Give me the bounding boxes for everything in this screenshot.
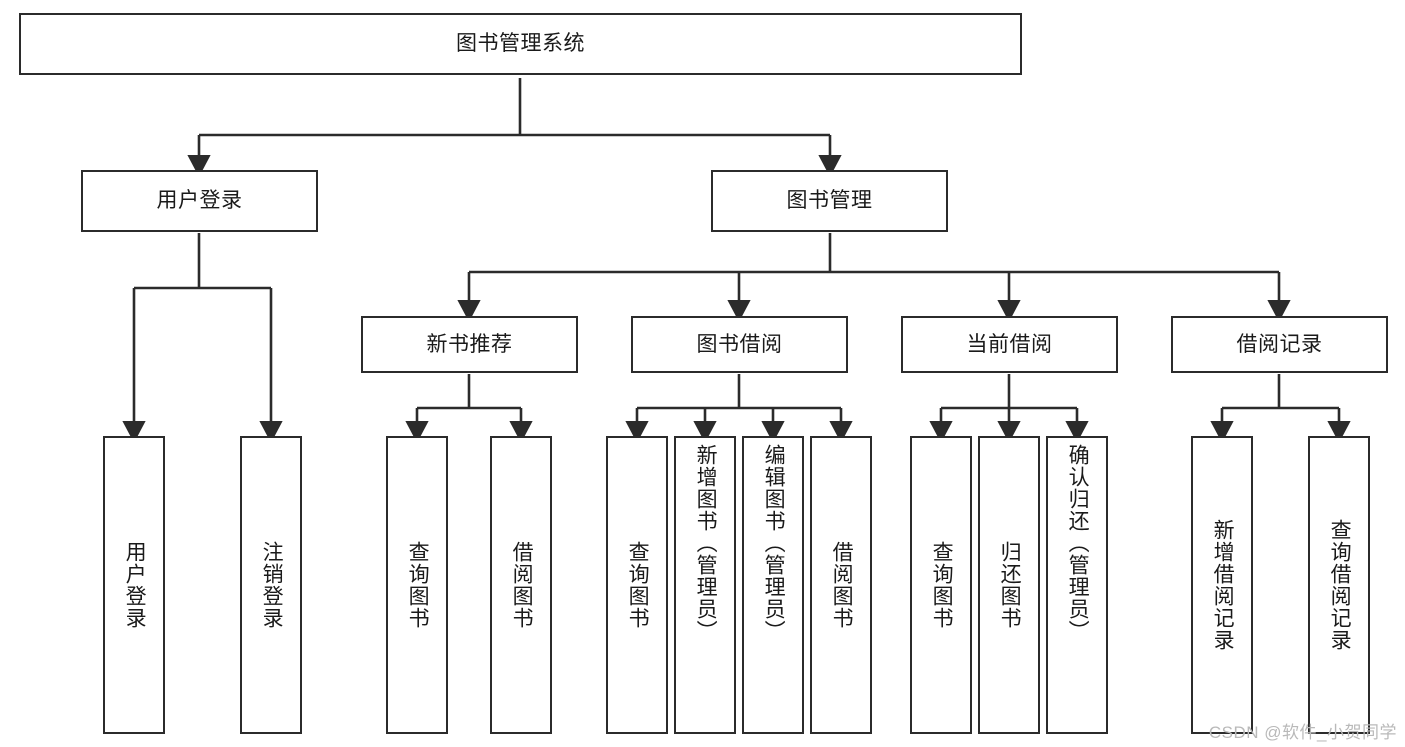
node-leaf-query-book-3-label: 查询图书 [930,541,954,629]
node-leaf-return-book-label: 归还图书 [998,541,1022,629]
watermark-text: CSDN @软件_小贺同学 [1208,723,1397,742]
node-borrow-record-label: 借阅记录 [1236,332,1323,356]
node-leaf-add-book-label: 新增图书（管理员） [694,444,718,642]
node-root[interactable]: 图书管理系统 [19,13,1022,75]
node-leaf-logout-login[interactable]: 注销登录 [240,436,302,734]
node-leaf-query-record-label: 查询借阅记录 [1328,519,1352,651]
node-leaf-confirm-return[interactable]: 确认归还（管理员） [1046,436,1108,734]
node-current-borrow-label: 当前借阅 [966,332,1053,356]
node-leaf-logout-login-label: 注销登录 [260,541,284,629]
node-leaf-add-book[interactable]: 新增图书（管理员） [674,436,736,734]
node-current-borrow[interactable]: 当前借阅 [901,316,1118,373]
node-borrow-record[interactable]: 借阅记录 [1171,316,1388,373]
node-book-manage[interactable]: 图书管理 [711,170,948,232]
node-leaf-query-record[interactable]: 查询借阅记录 [1308,436,1370,734]
node-leaf-borrow-book-2-label: 借阅图书 [830,541,854,629]
node-book-borrow[interactable]: 图书借阅 [631,316,848,373]
node-new-book-rec-label: 新书推荐 [426,332,513,356]
node-leaf-borrow-book-1[interactable]: 借阅图书 [490,436,552,734]
node-leaf-query-book-2-label: 查询图书 [626,541,650,629]
node-leaf-edit-book[interactable]: 编辑图书（管理员） [742,436,804,734]
node-book-manage-label: 图书管理 [786,189,873,213]
node-leaf-query-book-1[interactable]: 查询图书 [386,436,448,734]
node-leaf-borrow-book-2[interactable]: 借阅图书 [810,436,872,734]
node-leaf-edit-book-label: 编辑图书（管理员） [762,444,786,642]
node-root-label: 图书管理系统 [456,32,585,56]
node-leaf-return-book[interactable]: 归还图书 [978,436,1040,734]
node-leaf-confirm-return-label: 确认归还（管理员） [1066,444,1090,642]
node-new-book-rec[interactable]: 新书推荐 [361,316,578,373]
node-leaf-add-record-label: 新增借阅记录 [1211,519,1235,651]
node-user-login-label: 用户登录 [156,189,243,213]
node-leaf-query-book-2[interactable]: 查询图书 [606,436,668,734]
node-user-login[interactable]: 用户登录 [81,170,318,232]
node-leaf-query-book-1-label: 查询图书 [406,541,430,629]
node-leaf-user-login-label: 用户登录 [123,541,147,629]
node-leaf-add-record[interactable]: 新增借阅记录 [1191,436,1253,734]
node-leaf-borrow-book-1-label: 借阅图书 [510,541,534,629]
node-leaf-query-book-3[interactable]: 查询图书 [910,436,972,734]
node-book-borrow-label: 图书借阅 [696,332,783,356]
node-leaf-user-login[interactable]: 用户登录 [103,436,165,734]
